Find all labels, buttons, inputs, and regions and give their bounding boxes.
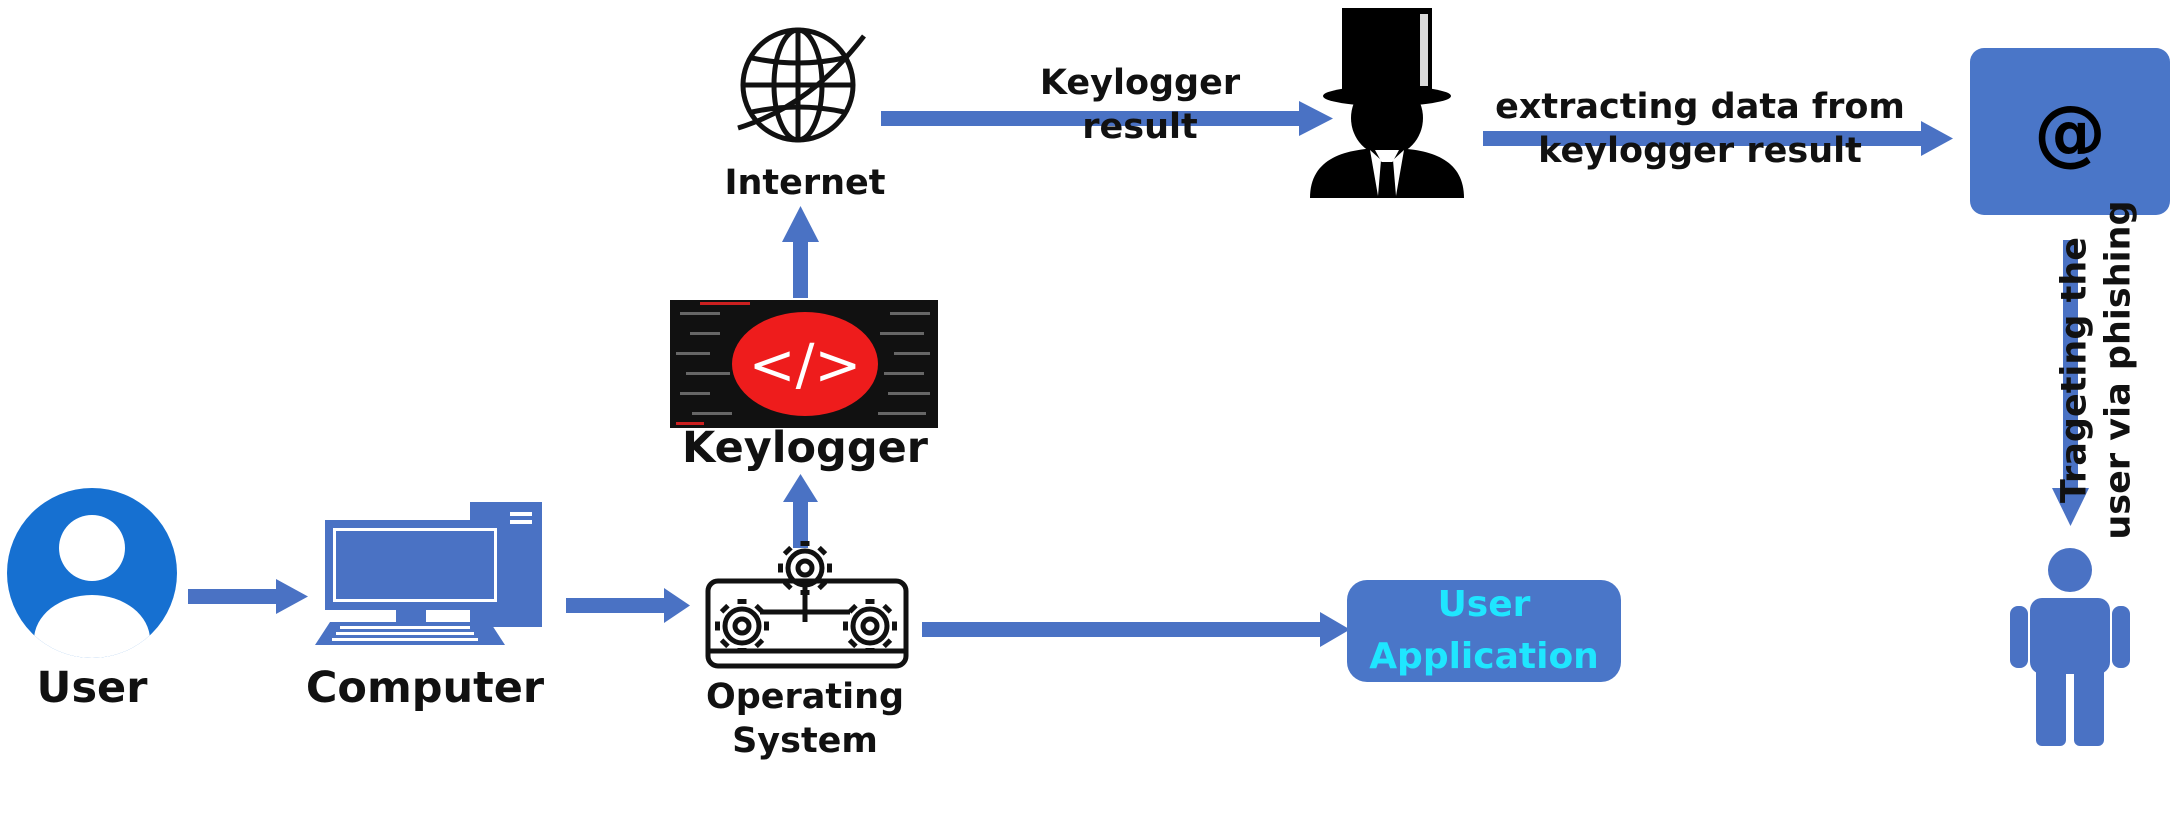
globe-icon bbox=[737, 27, 866, 143]
computer-label: Computer bbox=[305, 663, 545, 713]
gears-icon bbox=[705, 541, 909, 669]
user-application-box: User Application bbox=[1347, 580, 1621, 682]
arrow-email-to-victim bbox=[2052, 240, 2089, 526]
user-application-line1: User bbox=[1437, 583, 1531, 625]
arrow-os-to-user-application bbox=[922, 612, 1350, 647]
keylogger-result-line2: result bbox=[1082, 106, 1198, 147]
os-label-line2: System bbox=[732, 720, 878, 761]
targeting-line2: user via phishing bbox=[2098, 200, 2138, 540]
arrow-computer-to-os bbox=[566, 588, 690, 623]
person-icon bbox=[2010, 548, 2130, 746]
arrow-internet-to-attacker bbox=[881, 101, 1333, 136]
user-application-line2: Application bbox=[1369, 636, 1599, 677]
extracting-line1: extracting data from bbox=[1495, 87, 1905, 127]
hacker-top-hat-icon bbox=[1310, 8, 1464, 198]
arrow-os-to-keylogger bbox=[783, 474, 818, 548]
email-at-icon: @ bbox=[1970, 48, 2170, 215]
keylogger-result-line1: Keylogger bbox=[1039, 63, 1241, 103]
keylogger-label: Keylogger bbox=[682, 423, 928, 473]
extracting-line2: keylogger result bbox=[1538, 130, 1862, 171]
extracting-label: extracting data from keylogger result bbox=[1480, 86, 1920, 174]
code-tag-icon: </> bbox=[670, 300, 938, 428]
os-label: Operating System bbox=[680, 676, 930, 764]
user-label: User bbox=[36, 663, 148, 713]
targeting-line1: Trageting the bbox=[2054, 237, 2095, 503]
email-symbol: @ bbox=[2034, 89, 2106, 174]
keylogger-result-label: Keylogger result bbox=[1005, 62, 1275, 150]
user-circle-icon bbox=[7, 488, 177, 658]
arrow-user-to-computer bbox=[188, 579, 308, 614]
arrow-attacker-to-email bbox=[1483, 121, 1953, 156]
internet-label: Internet bbox=[724, 163, 886, 203]
os-label-line1: Operating bbox=[705, 677, 905, 717]
targeting-label: Trageting the user via phishing bbox=[2053, 200, 2141, 540]
desktop-computer-icon bbox=[315, 502, 542, 645]
code-glyph: </> bbox=[749, 333, 862, 398]
arrow-keylogger-to-internet bbox=[782, 206, 819, 298]
